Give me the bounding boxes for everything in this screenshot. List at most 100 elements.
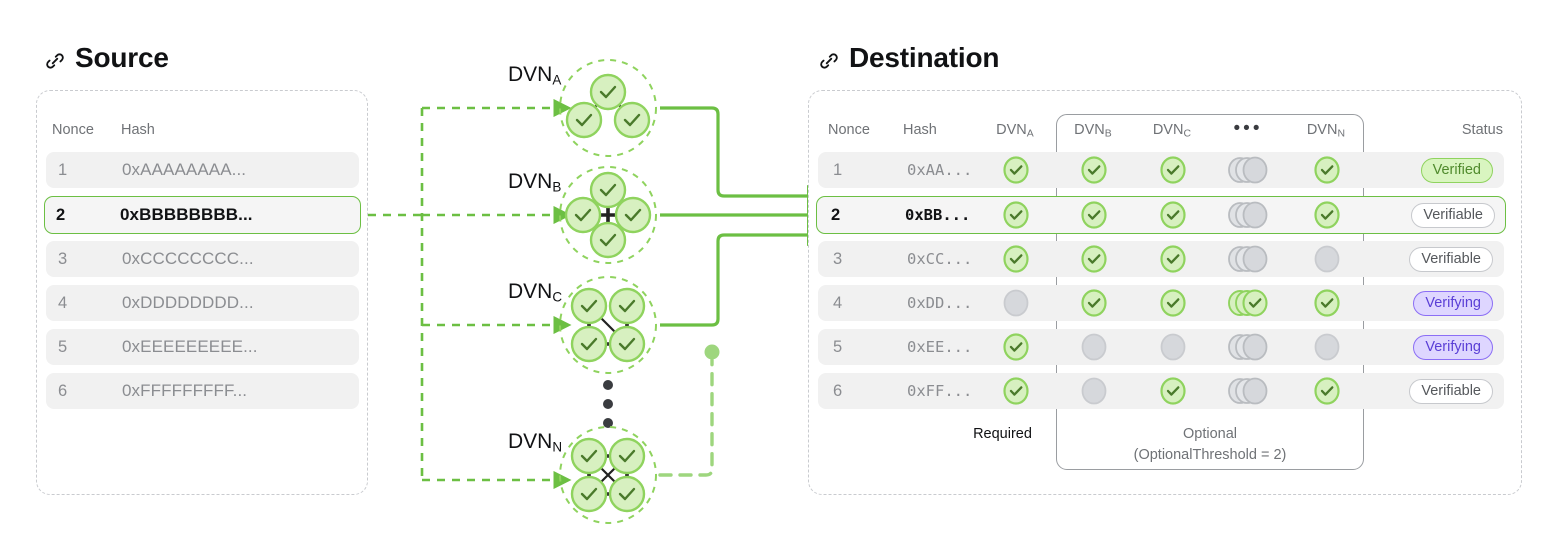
source-col-hash: Hash (121, 122, 155, 138)
destination-row[interactable]: 4 0xDD... Verifying (818, 285, 1504, 321)
destination-status-cell: Verifiable (1409, 374, 1493, 408)
destination-cell-dvn-more-stack-grey (1226, 330, 1272, 364)
destination-cell-dvn-b-empty (1071, 374, 1117, 408)
destination-cell-dvn-b-check (1071, 286, 1117, 320)
dvn-label-sub: A (552, 72, 562, 88)
source-row-nonce: 1 (58, 160, 68, 179)
source-row[interactable]: 5 0xEEEEEEEEE... (46, 329, 359, 365)
destination-row[interactable]: 6 0xFF... Verifiable (818, 373, 1504, 409)
dvn-label-sub: N (552, 439, 563, 455)
source-row[interactable]: 1 0xAAAAAAAA... (46, 152, 359, 188)
dest-col-sub: A (1026, 128, 1034, 140)
source-row[interactable]: 3 0xCCCCCCCC... (46, 241, 359, 277)
source-row-nonce: 4 (58, 293, 68, 312)
destination-status-cell: Verified (1420, 153, 1493, 187)
link-icon (44, 47, 66, 69)
wire-terminal-dot (704, 344, 720, 360)
dvn-label-sub: C (552, 289, 563, 305)
dvn-label-a: DVNA (508, 63, 562, 87)
destination-cell-dvn-more-stack-grey (1226, 153, 1272, 187)
source-row[interactable]: 2 0xBBBBBBBB... (44, 196, 361, 234)
destination-cell-dvn-b-empty (1071, 330, 1117, 364)
destination-row-nonce: 4 (833, 293, 843, 312)
destination-row-hash: 0xEE... (907, 338, 973, 356)
destination-cell-dvn-c-check (1150, 374, 1196, 408)
destination-cell-dvn-a-check (993, 242, 1039, 276)
destination-row-hash: 0xDD... (907, 294, 973, 312)
status-badge: Verifying (1413, 290, 1493, 316)
destination-cell-dvn-more-stack-grey (1226, 374, 1272, 408)
destination-row-nonce: 1 (833, 160, 843, 179)
destination-row[interactable]: 1 0xAA... Verified (818, 152, 1504, 188)
required-zone-label: Required (973, 426, 1032, 442)
dest-col-sub: B (1104, 128, 1112, 140)
destination-cell-dvn-c-check (1150, 242, 1196, 276)
status-badge: Verifying (1413, 334, 1493, 360)
destination-title: Destination (818, 42, 999, 74)
destination-cell-dvn-n-check (1304, 153, 1350, 187)
destination-cell-dvn-n-empty (1304, 330, 1350, 364)
dvn-label-n: DVNN (508, 430, 562, 454)
dvn-label-text: DVN (508, 63, 553, 86)
destination-cell-dvn-n-check (1304, 374, 1350, 408)
destination-cell-dvn-n-check (1304, 286, 1350, 320)
destination-cell-dvn-a-empty (993, 286, 1039, 320)
source-title-text: Source (75, 42, 169, 73)
destination-status-cell: Verifiable (1411, 197, 1495, 233)
dest-col-nonce: Nonce (828, 122, 870, 138)
source-row-hash: 0xEEEEEEEEE... (122, 337, 258, 356)
source-row-nonce: 6 (58, 381, 68, 400)
destination-row-nonce: 3 (833, 249, 843, 268)
dest-col-hash: Hash (903, 122, 937, 138)
status-badge: Verified (1420, 157, 1493, 183)
source-row-hash: 0xAAAAAAAA... (122, 160, 247, 179)
status-badge: Verifiable (1409, 378, 1493, 404)
source-row[interactable]: 6 0xFFFFFFFFF... (46, 373, 359, 409)
status-badge: Verifiable (1411, 202, 1495, 228)
destination-cell-dvn-c-check (1150, 286, 1196, 320)
source-row-hash: 0xCCCCCCCC... (122, 249, 254, 268)
destination-cell-dvn-a-check (993, 197, 1039, 233)
destination-cell-dvn-c-empty (1150, 330, 1196, 364)
dest-col-label: DVN (996, 122, 1027, 138)
destination-cell-dvn-more-stack-grey (1226, 242, 1272, 276)
source-row-hash: 0xDDDDDDDD... (122, 293, 254, 312)
destination-cell-dvn-b-check (1071, 242, 1117, 276)
dest-col-label: DVN (1074, 122, 1105, 138)
dest-col-dvn-n: DVNN (1294, 122, 1358, 139)
optional-zone-line2: (OptionalThreshold = 2) (1133, 447, 1287, 464)
dvn-cluster-n (559, 426, 657, 524)
destination-cell-dvn-b-check (1071, 197, 1117, 233)
dvn-label-text: DVN (508, 280, 553, 303)
dest-col-label: DVN (1152, 122, 1184, 138)
source-row[interactable]: 4 0xDDDDDDDD... (46, 285, 359, 321)
destination-row-hash: 0xAA... (907, 161, 973, 179)
optional-zone-label: Optional (OptionalThreshold = 2) (1060, 424, 1360, 466)
dest-col-sub: N (1337, 128, 1346, 140)
destination-cell-dvn-more-stack-grey (1226, 197, 1272, 233)
destination-cell-dvn-c-check (1150, 153, 1196, 187)
destination-row-hash: 0xBB... (905, 206, 971, 224)
dest-col-label: DVN (1306, 122, 1338, 138)
source-row-nonce: 5 (58, 337, 68, 356)
source-row-hash: 0xBBBBBBBB... (120, 205, 253, 224)
dvn-label-text: DVN (508, 170, 553, 193)
optional-zone-line1: Optional (1182, 426, 1237, 442)
destination-status-cell: Verifying (1413, 330, 1493, 364)
dest-col-status: Status (1461, 122, 1503, 138)
dvn-label-text: DVN (508, 430, 553, 453)
source-row-hash: 0xFFFFFFFFF... (122, 381, 248, 400)
dvn-label-c: DVNC (508, 280, 562, 304)
destination-cell-dvn-c-check (1150, 197, 1196, 233)
link-icon (818, 47, 840, 69)
dest-col-ellipsis: ••• (1233, 118, 1263, 139)
destination-row-hash: 0xFF... (907, 382, 973, 400)
destination-row-nonce: 6 (833, 381, 843, 400)
source-row-nonce: 2 (56, 205, 66, 224)
destination-title-text: Destination (849, 42, 1000, 73)
source-title: Source (44, 42, 169, 74)
